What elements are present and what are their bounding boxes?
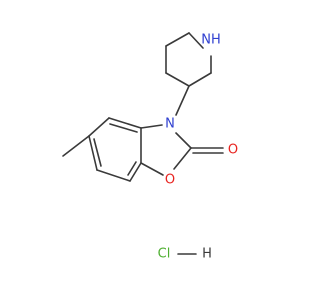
bond [175,85,190,116]
bond [88,135,98,171]
bond [96,169,131,182]
bond [188,32,204,49]
bond [109,123,138,133]
oxazolone-ring [140,124,224,176]
bond [165,72,190,87]
n-label: N [165,117,175,132]
benzene-ring [88,117,142,182]
bond [127,161,137,176]
bond [108,117,142,129]
carbonyl-oxygen-label: O [228,143,238,158]
bond [140,124,163,129]
bond [188,72,212,87]
molecule-diagram: NH N O O Cl H [62,32,238,262]
piperidine-ring [165,32,212,87]
nh-label: NH [201,33,221,48]
bond [175,132,192,149]
ring-oxygen-label: O [165,173,175,188]
bond [173,147,192,170]
bond [129,162,142,182]
bond [93,138,102,167]
bond [140,162,164,176]
chlorine-label: Cl [158,247,171,262]
hydrogen-label: H [202,247,212,262]
methyl-bond [62,135,90,157]
bond [88,117,110,137]
bond [165,32,190,47]
